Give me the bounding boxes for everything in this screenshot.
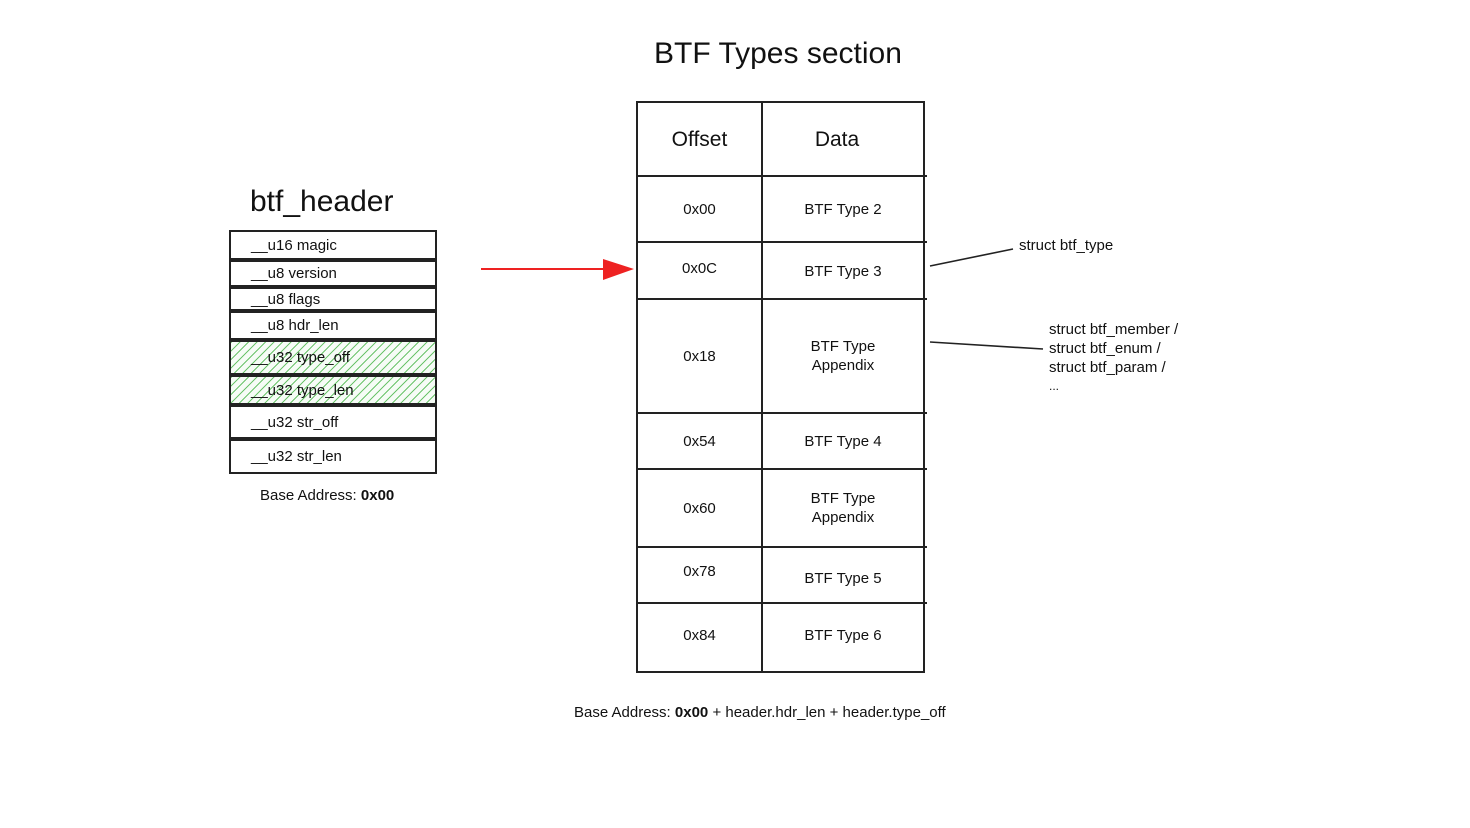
row-divider: [636, 412, 927, 414]
header-field-magic: __u16 magic: [229, 230, 437, 260]
data-cell: BTF Type 5: [804, 569, 882, 587]
btf-header-title: btf_header: [250, 185, 394, 218]
offset-cell: 0x84: [683, 627, 716, 644]
annotation-line: struct btf_param /: [1049, 359, 1166, 376]
appendix-annotation: struct btf_member / struct btf_enum / st…: [1049, 320, 1178, 396]
arrow-head: [603, 259, 634, 280]
column-header-offset: Offset: [671, 127, 728, 151]
offset-cell: 0x00: [683, 200, 716, 218]
offset-cell: 0x60: [683, 499, 716, 517]
types-base-address-suffix: + header.hdr_len + header.type_off: [708, 704, 946, 721]
row-divider: [636, 241, 927, 243]
appendix-leader-line: [929, 341, 1044, 350]
header-field-str-off: __u32 str_off: [229, 405, 437, 439]
data-cell: BTF Type 6: [804, 627, 882, 644]
row-divider: [636, 298, 927, 300]
header-field-hdr-len: __u8 hdr_len: [229, 311, 437, 340]
btf-type-annotation: struct btf_type: [1019, 237, 1114, 254]
data-cell: BTF Type 4: [804, 432, 882, 450]
types-table: [636, 101, 925, 673]
offset-cell: 0x0C: [681, 260, 718, 277]
header-base-address-label: Base Address:: [260, 487, 361, 504]
row-divider: [636, 175, 927, 177]
header-field-flags: __u8 flags: [229, 287, 437, 311]
offset-cell: 0x78: [683, 562, 716, 580]
btf-type-leader-line: [929, 248, 1014, 267]
offset-cell: 0x54: [683, 432, 716, 450]
annotation-line: ...: [1049, 379, 1060, 393]
data-cell: BTF Type 3: [804, 263, 882, 280]
data-cell: BTF Type 2: [804, 200, 882, 218]
data-cell: BTF Type Appendix: [810, 338, 876, 374]
types-base-address-value: 0x00: [674, 704, 709, 721]
header-base-address: Base Address: 0x00: [260, 487, 394, 504]
types-base-address: Base Address: 0x00 + header.hdr_len + he…: [574, 704, 946, 721]
column-header-data: Data: [814, 127, 860, 151]
column-divider: [761, 101, 763, 673]
data-cell: BTF Type Appendix: [810, 490, 876, 526]
offset-cell: 0x18: [683, 347, 716, 365]
header-base-address-value: 0x00: [360, 487, 395, 504]
row-divider: [636, 468, 927, 470]
header-field-str-len: __u32 str_len: [229, 439, 437, 474]
types-base-address-label: Base Address:: [574, 704, 675, 721]
header-field-version: __u8 version: [229, 260, 437, 287]
annotation-line: struct btf_member /: [1049, 321, 1179, 338]
types-section-title: BTF Types section: [654, 37, 902, 70]
header-field-type-off: __u32 type_off: [229, 340, 437, 375]
row-divider: [636, 602, 927, 604]
annotation-line: struct btf_enum /: [1049, 340, 1161, 357]
header-field-type-len: __u32 type_len: [229, 375, 437, 405]
row-divider: [636, 546, 927, 548]
